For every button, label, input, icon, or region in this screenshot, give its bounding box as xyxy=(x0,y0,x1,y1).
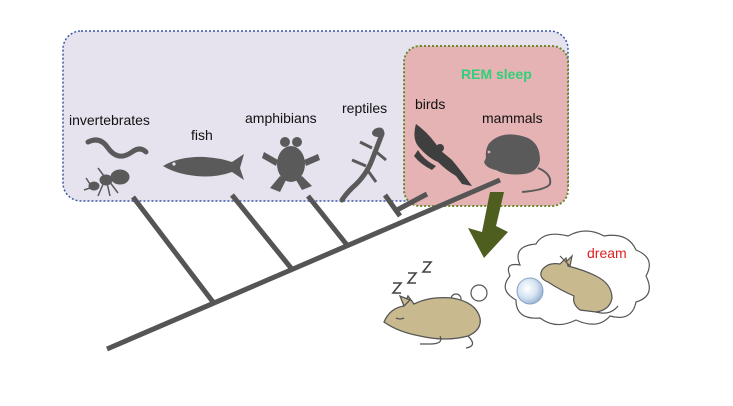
fish-icon xyxy=(163,154,244,180)
label-fish: fish xyxy=(191,127,213,143)
label-mammals: mammals xyxy=(482,110,543,126)
worm-icon xyxy=(85,137,149,159)
label-invertebrates: invertebrates xyxy=(69,112,150,128)
branch-invertebrates xyxy=(131,195,215,304)
label-reptiles: reptiles xyxy=(342,100,388,116)
bird-icon xyxy=(414,124,472,186)
ant-icon xyxy=(83,167,130,197)
branch-fish xyxy=(230,193,293,270)
sleeping-cat-icon xyxy=(383,294,481,349)
label-amphibians: amphibians xyxy=(245,110,317,126)
tree-trunk xyxy=(106,177,501,352)
branch-amphibians xyxy=(306,194,349,247)
zzz-icon xyxy=(391,261,433,294)
rem-sleep-label: REM sleep xyxy=(461,66,532,82)
branch-reptiles xyxy=(382,193,403,218)
frog-icon xyxy=(262,137,320,192)
dream-label: dream xyxy=(587,245,627,261)
dream-orb-icon xyxy=(516,277,544,305)
dreaming-cat-icon xyxy=(540,254,619,314)
label-birds: birds xyxy=(415,96,446,112)
branch-birds xyxy=(395,191,429,213)
lizard-icon xyxy=(339,127,387,203)
arrow-icon xyxy=(468,192,508,258)
phylogenetic-tree xyxy=(106,177,501,352)
rat-icon xyxy=(484,134,552,193)
